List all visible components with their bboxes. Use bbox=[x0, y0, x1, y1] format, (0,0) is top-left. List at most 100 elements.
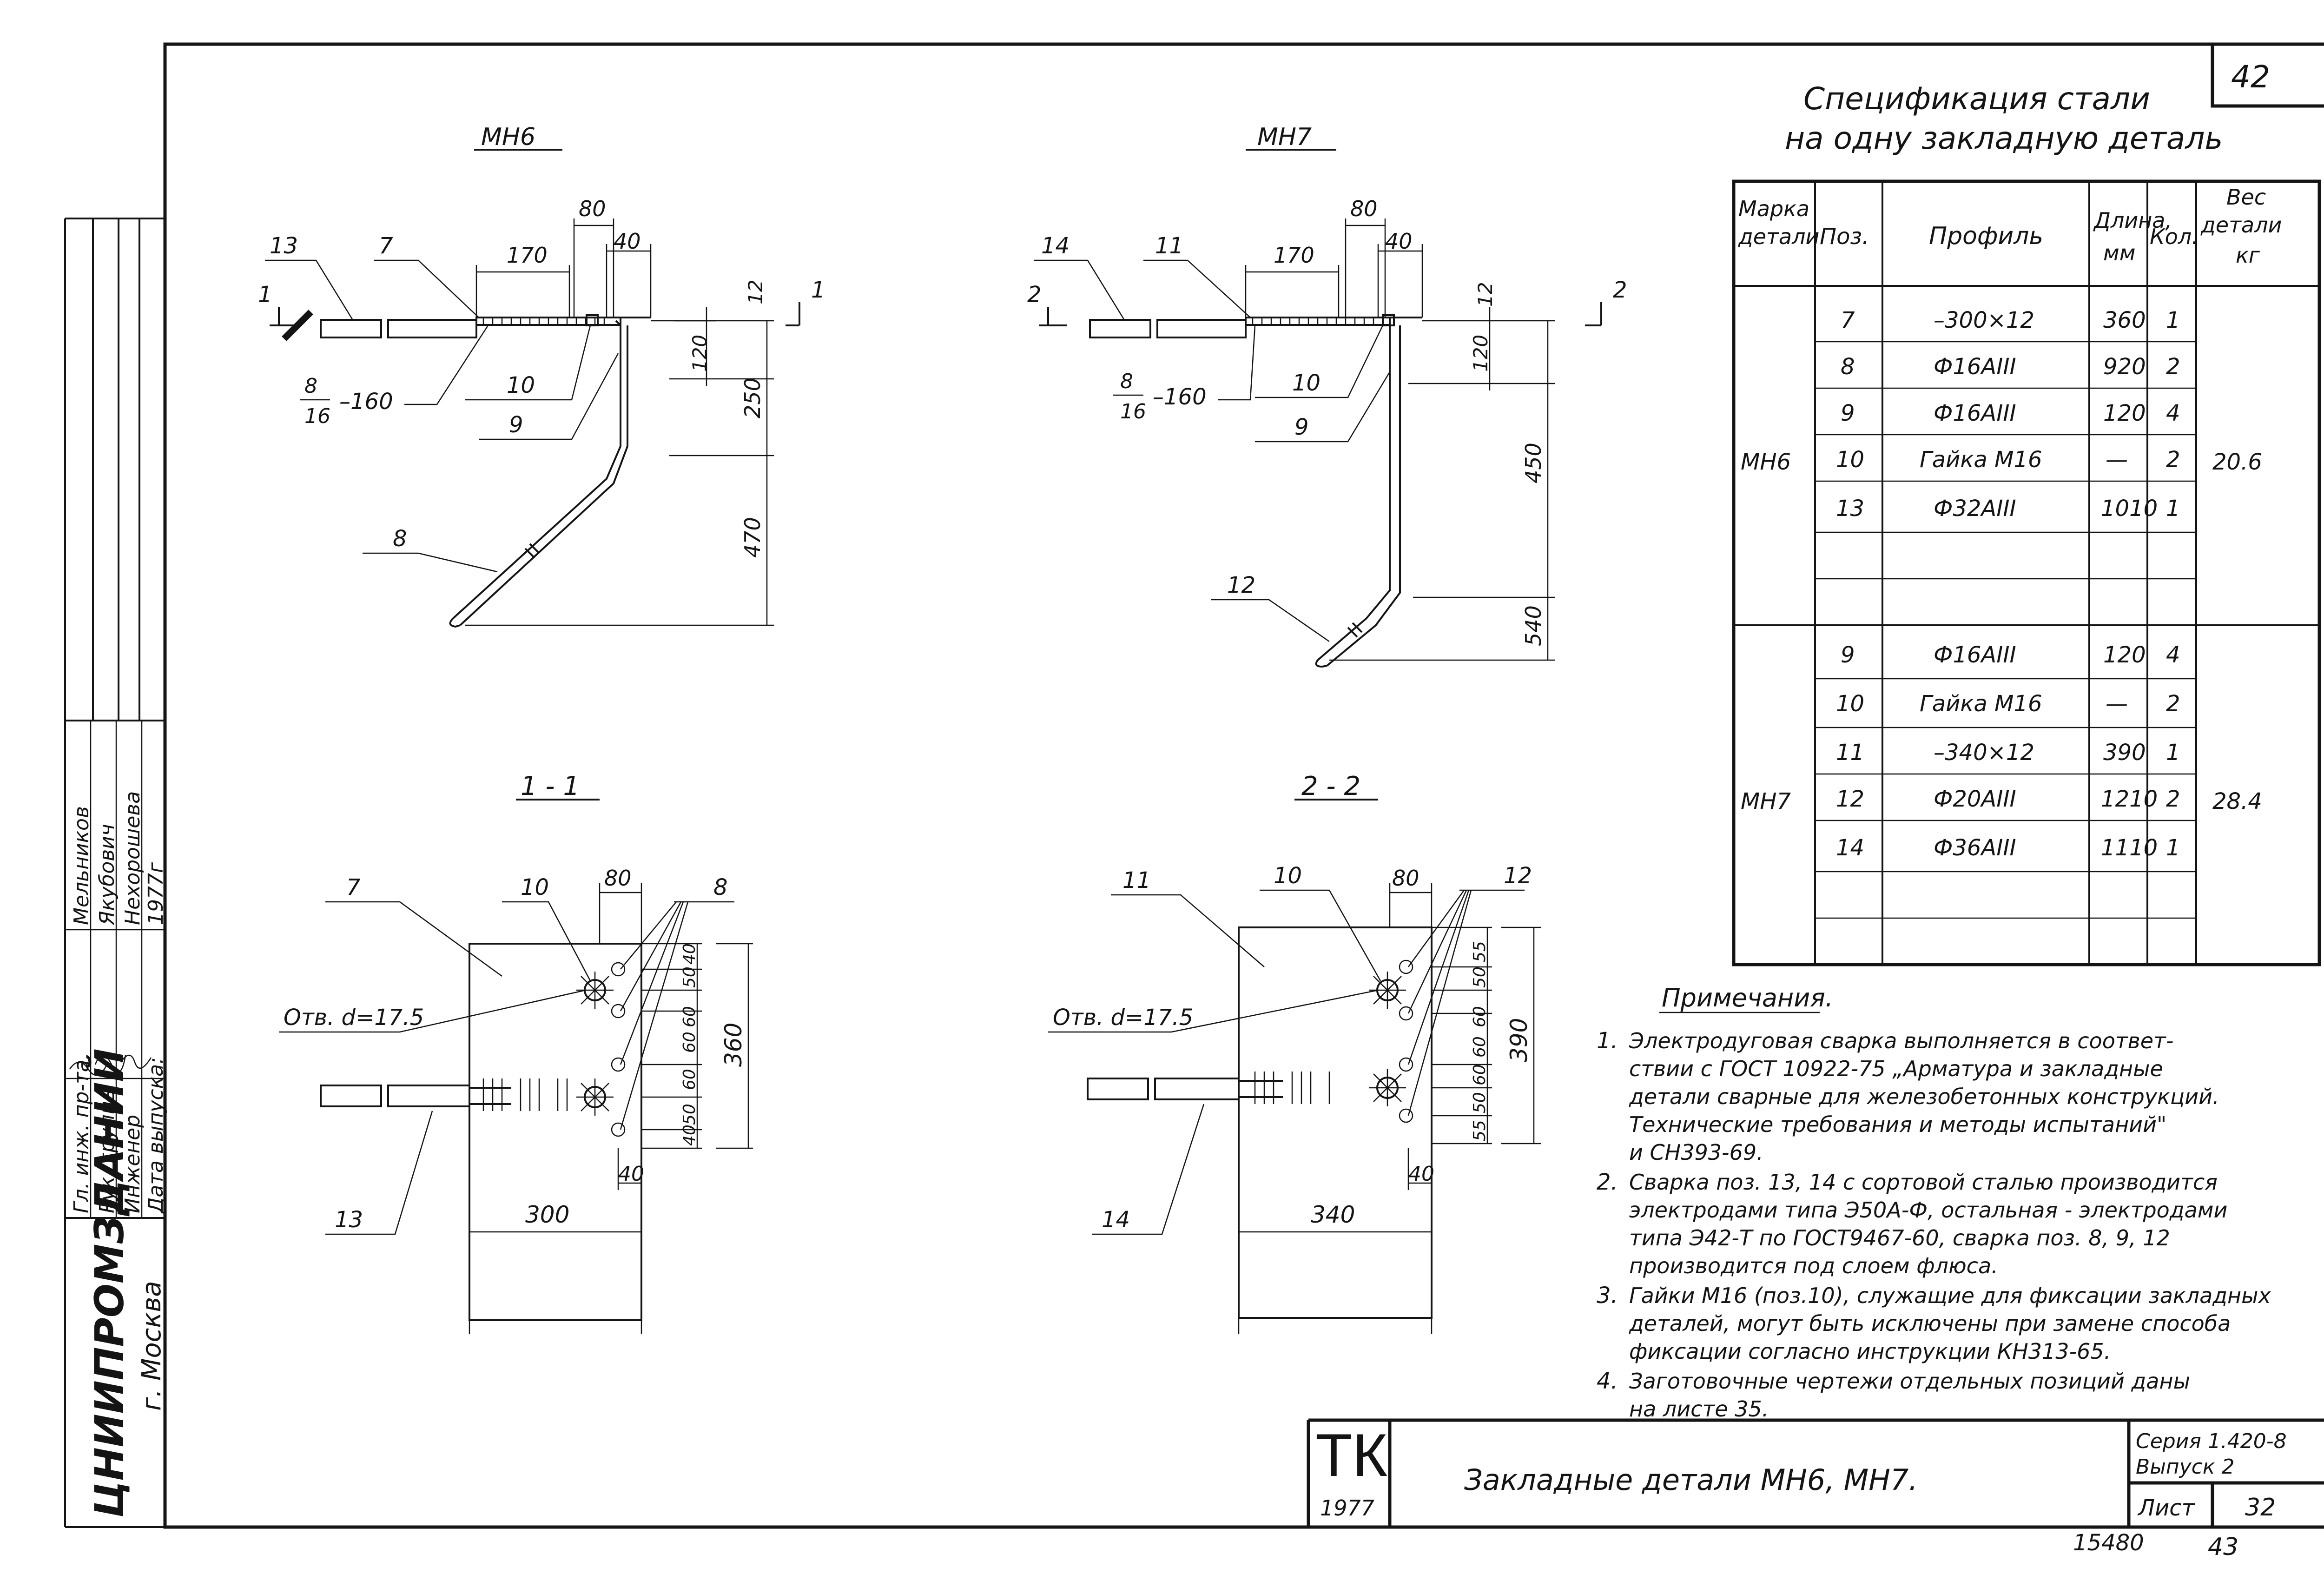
chain-dim: 60 bbox=[680, 1006, 699, 1027]
cell-profile: –340×12 bbox=[1934, 740, 2034, 766]
callout-label: 13 bbox=[270, 233, 298, 259]
cell-length: 1010 bbox=[2101, 496, 2158, 522]
group-mark: МН7 bbox=[1741, 788, 1791, 814]
cell-pos: 7 bbox=[1841, 307, 1855, 333]
cell-qty: 1 bbox=[2166, 307, 2180, 333]
title-issue: Выпуск 2 bbox=[2136, 1455, 2234, 1479]
cell-length: — bbox=[2106, 447, 2128, 473]
cell-profile: Ф36АIII bbox=[1934, 835, 2016, 861]
dim-label: 390 bbox=[1505, 1018, 1532, 1062]
chain-dim: 60 bbox=[1470, 1064, 1489, 1085]
note-line: и СН393-69. bbox=[1629, 1140, 1763, 1165]
signature-scribble bbox=[69, 1054, 152, 1076]
cell-length: 920 bbox=[2103, 354, 2146, 380]
view-title: 1 - 1 bbox=[521, 771, 580, 801]
callout-label: 13 bbox=[335, 1207, 363, 1233]
table-row: 13 Ф32АIII 1010 1 bbox=[1836, 496, 2180, 522]
dim-label: 250 bbox=[740, 377, 765, 418]
title-sheet: 32 bbox=[2245, 1494, 2276, 1521]
chain-dim: 50 bbox=[680, 1104, 699, 1125]
hole-label: Отв. d=17.5 bbox=[284, 1005, 424, 1031]
cell-profile: –300×12 bbox=[1934, 307, 2034, 333]
table-row: 9 Ф16АIII 120 4 bbox=[1841, 642, 2180, 668]
cell-length: 120 bbox=[2103, 642, 2146, 668]
note-number: 1. bbox=[1597, 1028, 1618, 1054]
cell-qty: 2 bbox=[2166, 354, 2180, 380]
notes-body: 1. Электродуговая сварка выполняется в со… bbox=[1597, 1028, 2271, 1422]
dim-label: 450 bbox=[1521, 443, 1546, 483]
cell-qty: 4 bbox=[2166, 400, 2180, 426]
th-qty: Кол. bbox=[2150, 224, 2199, 249]
cell-length: 1210 bbox=[2101, 786, 2158, 812]
cell-profile: Ф16АIII bbox=[1934, 354, 2016, 380]
dim-label: 300 bbox=[525, 1201, 569, 1228]
note-line: фиксации согласно инструкции КН313-65. bbox=[1629, 1339, 2111, 1364]
nut-group-lower bbox=[576, 1057, 626, 1137]
note-line: Заготовочные чертежи отдельных позиций д… bbox=[1629, 1369, 2190, 1394]
group-weight: 20.6 bbox=[2212, 449, 2262, 475]
view-title: МН6 bbox=[481, 123, 535, 151]
title-block: ТК 1977 Закладные детали МН6, МН7. Серия… bbox=[1307, 1418, 2324, 1527]
table-row: 7 –300×12 360 1 bbox=[1841, 307, 2180, 333]
cell-pos: 14 bbox=[1836, 835, 1864, 861]
weld-top: 8 bbox=[304, 374, 317, 398]
footer-inv: 15480 bbox=[2073, 1530, 2144, 1556]
title-year: 1977 bbox=[1320, 1495, 1374, 1521]
callout-label: 9 bbox=[1294, 414, 1309, 440]
view-mn6: МН6 1 1 170 80 40 12 120 250 470 bbox=[258, 123, 825, 628]
weld-top: 8 bbox=[1120, 370, 1133, 393]
stamp-name: Якубович bbox=[95, 824, 119, 926]
th-weight: Вес bbox=[2226, 185, 2266, 210]
cell-profile: Ф32АIII bbox=[1934, 496, 2016, 522]
callout-label: 10 bbox=[1274, 863, 1302, 889]
cell-profile: Ф20АIII bbox=[1934, 786, 2016, 812]
weld-bottom: 16 bbox=[1120, 400, 1146, 423]
note-line: деталей, могут быть исключены при замене… bbox=[1629, 1311, 2231, 1336]
th-mark: Марка bbox=[1738, 196, 1809, 221]
cell-qty: 2 bbox=[2166, 447, 2180, 473]
callout-label: 14 bbox=[1041, 233, 1070, 259]
table-row: 14 Ф36АIII 1110 1 bbox=[1836, 835, 2180, 861]
group-mark: МН6 bbox=[1741, 449, 1791, 475]
table-row: 8 Ф16АIII 920 2 bbox=[1841, 354, 2180, 380]
cell-pos: 13 bbox=[1836, 496, 1864, 522]
stamp-name: Мельников bbox=[70, 806, 93, 925]
dim-label: 470 bbox=[740, 517, 765, 558]
spec-title-line2: на одну закладную деталь bbox=[1785, 120, 2223, 156]
cell-length: — bbox=[2106, 691, 2128, 717]
dim-label: 80 bbox=[604, 866, 632, 891]
chain-dim: 40 bbox=[680, 943, 699, 965]
th-length: Длина, bbox=[2093, 208, 2172, 233]
view-title: 2 - 2 bbox=[1301, 771, 1360, 801]
note-line: Технические требования и методы испытани… bbox=[1629, 1112, 2166, 1137]
note-line: Электродуговая сварка выполняется в соот… bbox=[1629, 1028, 2173, 1053]
section-label: 1 bbox=[811, 277, 825, 303]
cell-qty: 1 bbox=[2166, 835, 2180, 861]
stamp-role: Рук. группы bbox=[95, 1085, 119, 1213]
callout-label: 11 bbox=[1155, 233, 1183, 259]
callout-label: 11 bbox=[1122, 867, 1151, 893]
chain-dim: 50 bbox=[680, 966, 699, 988]
spec-title: Спецификация стали на одну закладную дет… bbox=[1785, 81, 2223, 156]
dim-label: 170 bbox=[507, 243, 548, 268]
title-series: Серия 1.420-8 bbox=[2136, 1429, 2287, 1453]
note-line: Гайки М16 (поз.10), служащие для фиксаци… bbox=[1629, 1283, 2271, 1308]
note-line: типа Э42-Т по ГОСТ9467-60, сварка поз. 8… bbox=[1629, 1225, 2170, 1250]
th-weight: кг bbox=[2236, 243, 2260, 268]
chain-dim: 60 bbox=[1470, 1006, 1489, 1027]
chain-dim: 50 bbox=[1470, 1092, 1489, 1113]
section-label: 2 bbox=[1027, 282, 1042, 308]
callout-label: 10 bbox=[507, 372, 535, 398]
dim-label: 80 bbox=[579, 196, 606, 221]
weld-length: –160 bbox=[1153, 384, 1207, 410]
sheet-frame bbox=[163, 42, 2324, 1529]
section-label: 2 bbox=[1613, 277, 1627, 303]
callout-label: 8 bbox=[393, 526, 407, 552]
notes: Примечания. 1.Электродуговая сварка выпо… bbox=[1597, 983, 2271, 1422]
title-name: Закладные детали МН6, МН7. bbox=[1464, 1463, 1918, 1497]
dim-label: 170 bbox=[1274, 243, 1314, 268]
note-line: производится под слоем флюса. bbox=[1629, 1253, 1998, 1278]
chain-dim: 60 bbox=[680, 1069, 699, 1090]
cell-profile: Гайка М16 bbox=[1920, 447, 2042, 473]
